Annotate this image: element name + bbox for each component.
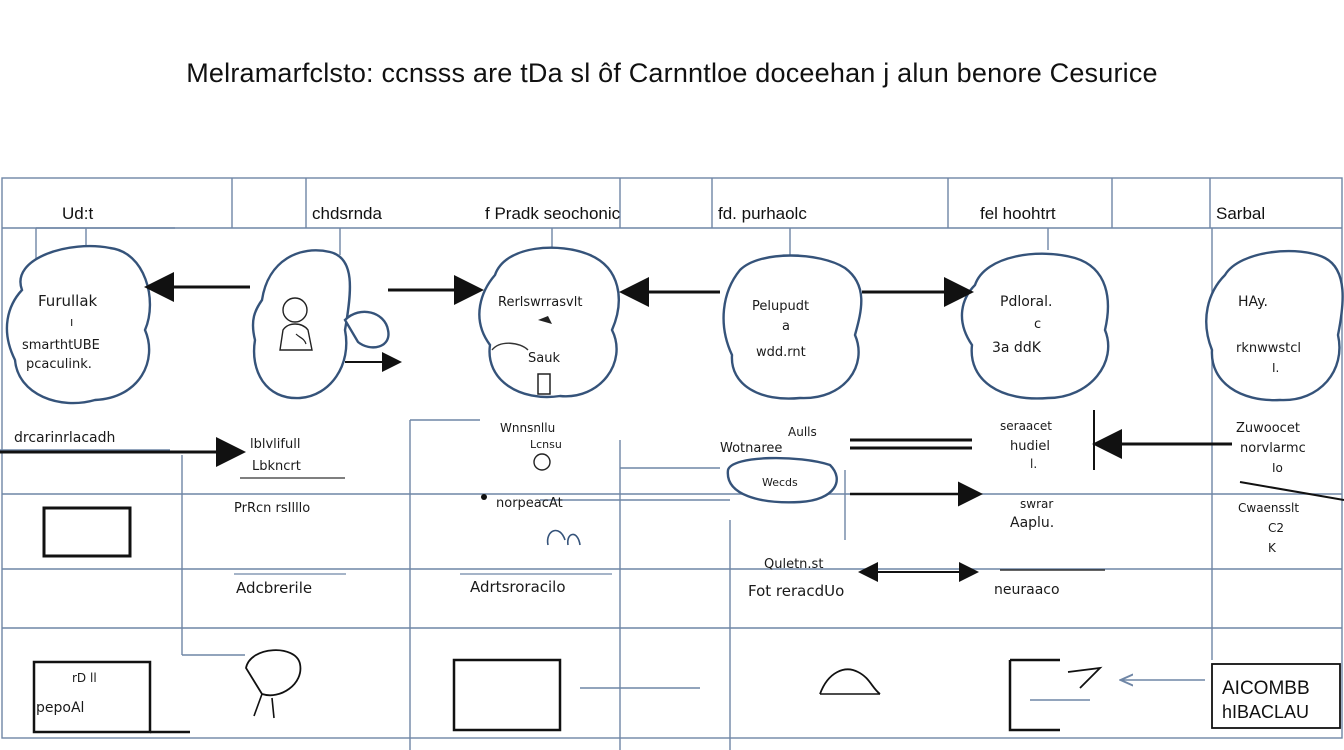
column-header-4: fd. purhaolc	[718, 204, 807, 223]
row2-c6-line-3: Io	[1272, 461, 1283, 475]
person-icon-body	[279, 323, 313, 351]
node-5-line-1: Pdloral.	[1000, 294, 1052, 310]
node-1-line-2: ı	[70, 315, 73, 329]
outer-frame	[1, 177, 1343, 739]
row2-c6-line-4: Cwaensslt	[1238, 501, 1299, 515]
bottom-box-2	[452, 658, 562, 732]
node-4-line-3: wdd.rnt	[756, 345, 806, 360]
bottom-box-1-line-2: pepoAl	[36, 700, 84, 716]
column-headers: Ud:t chdsrnda f Pradk seochonic fd. purh…	[62, 204, 1265, 223]
node-2-bubble	[343, 310, 390, 349]
row2-c3-line-3: norpeacAt	[496, 496, 563, 511]
row2-c6-line-2: norvlarmc	[1240, 441, 1306, 456]
row2-c4-line-3: Wecds	[762, 476, 798, 489]
row2-c6-line-6: K	[1268, 541, 1277, 555]
node-2	[251, 249, 390, 400]
row2-c5-line-3: l.	[1030, 457, 1037, 471]
node-6-shape	[1205, 249, 1344, 402]
node-3: Rerlswrrasvlt Sauk	[478, 246, 620, 399]
row2-c3-line-2: Lcnsu	[530, 438, 562, 451]
node-6-line-1: HAy.	[1238, 294, 1268, 310]
node-2-shape	[251, 249, 352, 400]
row3-c3-line-1: Quletn.st	[764, 557, 823, 572]
bottom-row: rD ll pepoAl AICOMBB hIBACLAU	[32, 649, 1341, 734]
bottom-box-6-line-1: AICOMBB	[1222, 678, 1310, 699]
box-icon	[537, 373, 551, 395]
row2-c2-line-3: PrRcn rsIlllo	[234, 501, 310, 516]
swoosh-icon	[491, 342, 529, 351]
diagram-title: Melramarfclsto: ccnsss are tDa sl ôf Car…	[186, 58, 1158, 88]
node-6-line-3: I.	[1272, 361, 1279, 375]
node-5-line-3: 3a ddK	[992, 340, 1042, 356]
person-icon-detail	[295, 333, 307, 345]
row2-c2-line-1: lblvlifull	[250, 437, 300, 452]
bottom-bell-icon	[245, 649, 302, 697]
row2-c4-line-1: Aulls	[788, 425, 817, 439]
row2-c3-line-1: Wnnsnllu	[500, 421, 555, 435]
node-5-line-2: c	[1034, 317, 1041, 332]
bottom-bell-legs	[253, 693, 275, 719]
row2-c5-line-1: seraacet	[1000, 419, 1052, 433]
column-header-3: f Pradk seochonic	[485, 204, 621, 223]
record-icon	[533, 453, 551, 471]
row2-c4-shape	[726, 456, 838, 504]
bottom-hook-icon	[1067, 666, 1103, 689]
bottom-bracket	[1008, 658, 1060, 732]
row2-c6-line-5: C2	[1268, 521, 1284, 535]
grid-lines	[0, 177, 1343, 750]
row1-arrows	[144, 272, 974, 372]
row2-c4-line-2: Wotnaree	[720, 441, 782, 456]
row2-c3-dot	[481, 494, 487, 500]
row2-left-box	[42, 506, 132, 558]
node-3-line-2: Sauk	[528, 351, 560, 366]
node-4-shape	[722, 254, 863, 400]
column-header-1: Ud:t	[62, 204, 93, 223]
row3-c1-label: Adcbrerile	[236, 579, 312, 597]
node-1: Furullak ı smarthtUBE pcaculink.	[5, 244, 152, 405]
node-5-shape	[960, 252, 1110, 400]
person-icon	[282, 297, 308, 323]
row3-c3-line-2: Fot reracdUo	[748, 582, 844, 600]
row3-c4-label: neuraaco	[994, 582, 1060, 598]
row2-c6-slash	[1239, 481, 1344, 501]
node-1-line-1: Furullak	[38, 292, 98, 310]
row-3: Adcbrerile Adrtsroracilo Quletn.st Fot r…	[234, 557, 1105, 600]
column-header-2: chdsrnda	[312, 204, 382, 223]
node-5: Pdloral. c 3a ddK	[960, 252, 1110, 400]
column-header-5: fel hoohtrt	[980, 204, 1056, 223]
row2-c2-line-2: Lbkncrt	[252, 459, 301, 474]
node-4: Pelupudt a wdd.rnt	[722, 254, 863, 400]
node-1-line-3: smarthtUBE	[22, 338, 100, 353]
node-6: HAy. rknwwstcl I.	[1205, 249, 1344, 402]
bottom-tent-icon	[819, 668, 881, 695]
row-2: drcarinrlacadh lblvlifull Lbkncrt PrRcn …	[0, 410, 1344, 558]
node-4-line-1: Pelupudt	[752, 299, 809, 314]
row2-c5-line-2: hudiel	[1010, 439, 1050, 454]
bottom-box-1-line-1: rD ll	[72, 671, 97, 685]
bottom-box-6	[1211, 663, 1341, 729]
node-1-shape	[5, 244, 152, 405]
key-icon	[538, 316, 552, 324]
row2-c6-line-1: Zuwoocet	[1236, 421, 1300, 436]
row2-c5-line-4: swrar	[1020, 497, 1053, 511]
row2-left-label: drcarinrlacadh	[14, 430, 115, 446]
node-1-line-4: pcaculink.	[26, 357, 92, 372]
row2-c5-line-5: Aaplu.	[1010, 515, 1054, 531]
column-header-6: Sarbal	[1216, 204, 1265, 223]
row2-c3-symbol	[546, 529, 581, 546]
bottom-box-6-line-2: hIBACLAU	[1222, 702, 1309, 722]
node-6-line-2: rknwwstcl	[1236, 341, 1301, 356]
row3-c2-label: Adrtsroracilo	[470, 578, 566, 596]
node-4-line-2: a	[782, 319, 790, 334]
node-3-line-1: Rerlswrrasvlt	[498, 295, 582, 310]
